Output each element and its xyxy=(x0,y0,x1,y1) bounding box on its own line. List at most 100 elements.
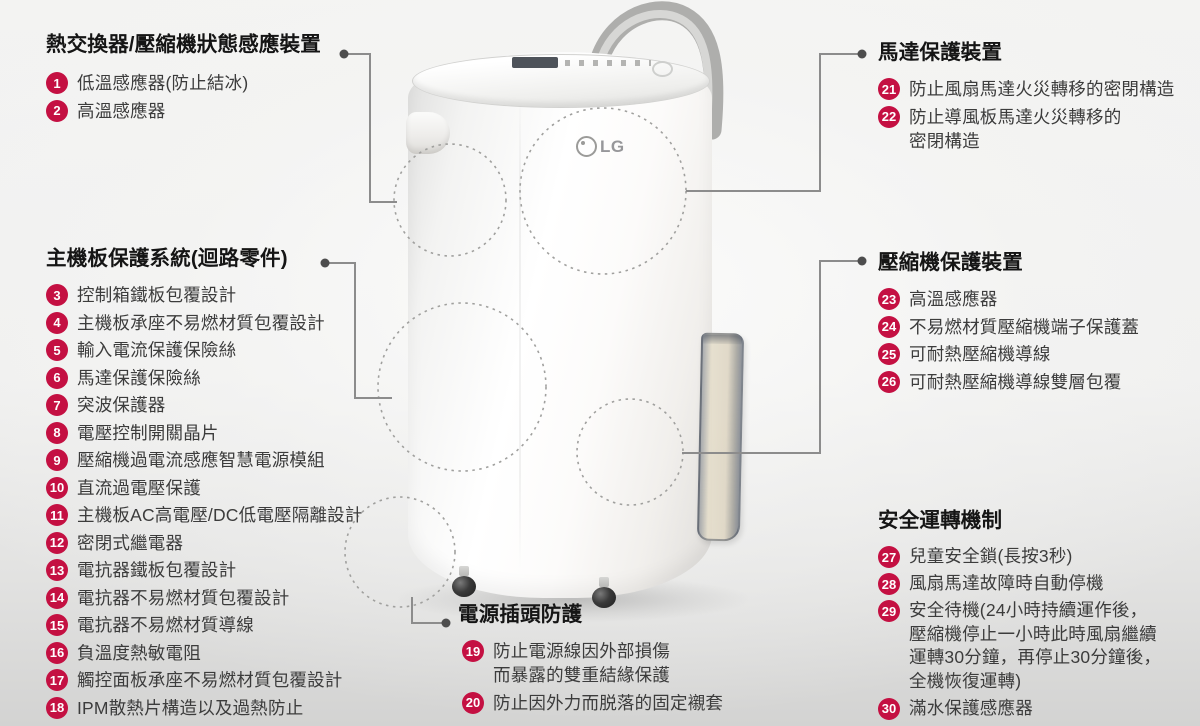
item-number-badge: 22 xyxy=(878,105,900,128)
dotted-focus-circle xyxy=(519,107,687,275)
connector-line-heat xyxy=(344,53,397,203)
item-number-badge: 6 xyxy=(46,366,68,389)
connector-dot xyxy=(339,49,349,59)
item-number-badge: 9 xyxy=(46,449,68,471)
dotted-focus-circle xyxy=(377,302,547,472)
control-button-marks xyxy=(565,60,651,66)
item-number-badge: 11 xyxy=(46,504,68,526)
item-text: 低溫感應器(防止結冰) xyxy=(77,73,249,93)
dotted-focus-circle xyxy=(393,143,507,257)
item-number-badge: 25 xyxy=(878,343,900,365)
callout-item-27: 27 兒童安全鎖(長按3秒) xyxy=(878,545,1183,569)
lg-logo-text: LG xyxy=(600,137,625,156)
item-text: 防止因外力而脱落的固定襯套 xyxy=(493,692,724,713)
connector-dot xyxy=(857,256,867,266)
item-text: 主機板承座不易燃材質包覆設計 xyxy=(77,312,325,333)
callout-list: 1 低溫感應器(防止結冰) 2 高溫感應器 xyxy=(46,71,396,123)
item-number-badge: 20 xyxy=(462,691,484,714)
item-text: 不易燃材質壓縮機端子保護蓋 xyxy=(909,316,1140,337)
item-number-badge: 21 xyxy=(878,78,900,100)
item-number-badge: 19 xyxy=(462,640,484,662)
connector-line-compressor xyxy=(682,260,862,454)
item-text: 高溫感應器 xyxy=(909,289,998,309)
control-display xyxy=(512,57,558,68)
top-control-surface xyxy=(412,54,710,108)
callout-item-20: 20 防止因外力而脱落的固定襯套 xyxy=(462,691,768,715)
item-number-badge: 5 xyxy=(46,339,68,361)
callout-list: 19 防止電源線因外部損傷而暴露的雙重結緣保護 20 防止因外力而脱落的固定襯套 xyxy=(462,639,768,715)
item-number-badge: 12 xyxy=(46,531,68,554)
item-number-badge: 4 xyxy=(46,311,68,334)
dehumidifier-body xyxy=(408,52,712,598)
item-text: 安全待機(24小時持續運作後，壓縮機停止一小時此時風扇繼續運轉30分鐘，再停止3… xyxy=(909,600,1162,691)
group-title: 馬達保護裝置 xyxy=(878,41,1003,64)
callout-item-11: 11 主機板AC高電壓/DC低電壓隔離設計 xyxy=(46,503,416,527)
lg-emblem-icon xyxy=(576,136,597,157)
item-number-badge: 27 xyxy=(878,546,900,568)
lg-logo: LG xyxy=(576,136,625,157)
callout-item-23: 23 高溫感應器 xyxy=(878,287,1193,311)
item-number-badge: 7 xyxy=(46,394,68,416)
item-text: 電抗器不易燃材質包覆設計 xyxy=(77,587,290,608)
item-text: 防止導風板馬達火災轉移的密閉構造 xyxy=(909,106,1122,151)
item-number-badge: 30 xyxy=(878,697,900,720)
item-number-badge: 23 xyxy=(878,288,900,310)
item-text: 高溫感應器 xyxy=(77,100,166,121)
dotted-focus-circle xyxy=(576,398,684,506)
connector-dot xyxy=(441,618,451,628)
item-number-badge: 28 xyxy=(878,573,900,595)
group-title: 安全運轉機制 xyxy=(878,509,1003,532)
item-number-badge: 2 xyxy=(46,99,68,122)
item-text: IPM散熱片構造以及過熱防止 xyxy=(77,697,304,718)
group-title: 壓縮機保護裝置 xyxy=(878,251,1023,274)
item-number-badge: 1 xyxy=(46,72,68,94)
item-text: 兒童安全鎖(長按3秒) xyxy=(909,546,1073,566)
item-number-badge: 3 xyxy=(46,284,68,306)
callout-item-22: 22 防止導風板馬達火災轉移的密閉構造 xyxy=(878,105,1193,153)
item-text: 防止電源線因外部損傷而暴露的雙重結緣保護 xyxy=(493,641,670,685)
connector-dot xyxy=(320,258,330,268)
callout-item-6: 6 馬達保護保險絲 xyxy=(46,366,416,390)
callout-item-14: 14 電抗器不易燃材質包覆設計 xyxy=(46,586,416,610)
item-number-badge: 18 xyxy=(46,696,68,719)
callout-item-3: 3 控制箱鐵板包覆設計 xyxy=(46,283,416,307)
item-text: 馬達保護保險絲 xyxy=(77,367,201,388)
item-number-badge: 15 xyxy=(46,614,68,636)
item-number-badge: 8 xyxy=(46,421,68,444)
connector-line-mainboard xyxy=(325,262,392,399)
item-text: 電抗器鐵板包覆設計 xyxy=(77,560,237,580)
item-number-badge: 14 xyxy=(46,586,68,609)
callout-item-1: 1 低溫感應器(防止結冰) xyxy=(46,71,396,95)
item-text: 控制箱鐵板包覆設計 xyxy=(77,285,237,305)
caster-wheel xyxy=(592,577,616,608)
item-text: 主機板AC高電壓/DC低電壓隔離設計 xyxy=(77,505,363,525)
power-button-ring xyxy=(652,61,673,77)
caster-wheel xyxy=(452,566,476,597)
group-title: 電源插頭防護 xyxy=(458,603,583,626)
